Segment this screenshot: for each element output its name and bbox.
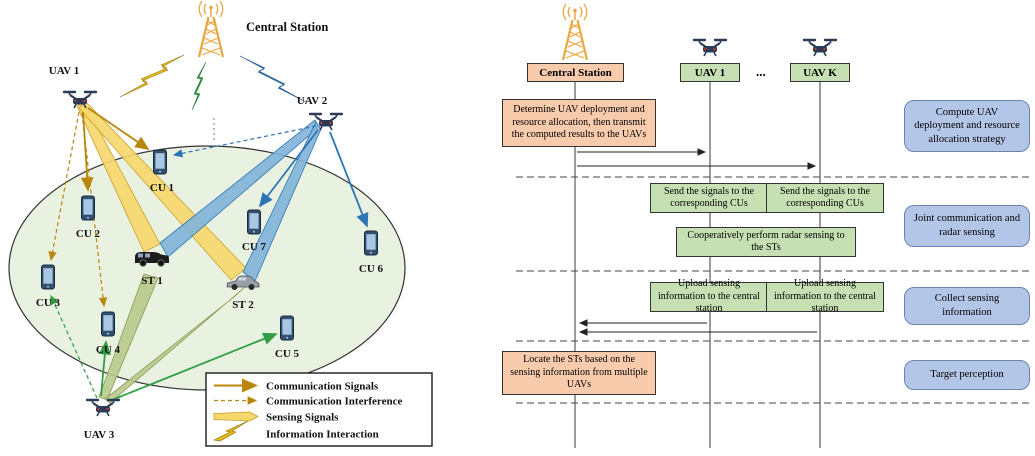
uavk-icon-seq — [802, 38, 838, 58]
lightning-cs-uav2 — [239, 55, 307, 103]
uav1-comm-arrow-cu1 — [87, 107, 150, 151]
uav1-interference-arrow-cu4 — [81, 112, 108, 308]
msg-cooperative-sensing: Cooperatively perform radar sensing to t… — [676, 227, 856, 257]
uav2-label: UAV 2 — [297, 95, 328, 107]
header-uavk: UAV K — [790, 63, 850, 82]
uav3-icon — [85, 398, 121, 418]
uav3-label: UAV 3 — [84, 429, 115, 441]
sensing-beams — [76, 100, 322, 404]
uav1-label: UAV 1 — [49, 65, 79, 77]
cu5-phone-icon — [280, 315, 294, 341]
cu5-label: CU 5 — [275, 348, 300, 360]
st2-label: ST 2 — [232, 299, 254, 311]
cu4-phone-icon — [101, 311, 115, 337]
legend-interaction-label: Information Interaction — [266, 429, 379, 441]
cu7-phone-icon — [247, 209, 261, 235]
cu2-phone-icon — [81, 195, 95, 221]
cu1-label: CU 1 — [150, 182, 174, 194]
uav3-comm-arrow-cu5 — [111, 332, 278, 401]
phase-target-perception: Target perception — [904, 360, 1030, 390]
cu6-label: CU 6 — [359, 263, 384, 275]
phase-compute-deployment: Compute UAV deployment and resource allo… — [904, 100, 1030, 152]
cu2-label: CU 2 — [76, 228, 101, 240]
lightning-cs-uav1 — [119, 54, 185, 98]
st1-label: ST 1 — [141, 275, 163, 287]
sequence-diagram: Central Station UAV 1 ... UAV K Determin… — [500, 0, 1035, 456]
uav2-interference-arrow-cu1 — [172, 125, 317, 158]
information-interaction-bolts — [119, 54, 307, 140]
msg-send-cus-uav1: Send the signals to the corresponding CU… — [650, 183, 768, 213]
legend-interference-label: Communication Interference — [266, 396, 402, 408]
cu4-label: CU 4 — [96, 344, 121, 356]
cu3-phone-icon — [41, 264, 55, 290]
cu3-label: CU 3 — [36, 297, 61, 309]
central-station-label: Central Station — [246, 20, 328, 34]
legend-lightning-icon — [213, 420, 249, 442]
legend-sensing-beam-icon — [213, 411, 259, 422]
uav1-comm-arrow-cu2 — [80, 111, 94, 192]
network-scenario: Central Station UAV 1 UAV 2 UAV 3 CU 1 C… — [8, 0, 433, 447]
central-station-icon-seq — [561, 2, 589, 62]
legend-comm-signal-label: Communication Signals — [266, 381, 379, 393]
header-central-station: Central Station — [527, 63, 624, 82]
msg-locate-sts: Locate the STs based on the sensing info… — [502, 351, 656, 395]
lightning-cs-uav3 — [191, 61, 207, 111]
msg-upload-sensing-uavk: Upload sensing information to the centra… — [766, 278, 884, 314]
uav2-comm-arrow-cu6 — [329, 131, 369, 228]
ellipsis-between-uavs: ... — [756, 64, 766, 79]
uav3-interference-arrow-cu3 — [50, 294, 98, 399]
uav2-sensing-beam-st2 — [242, 121, 322, 282]
msg-send-cus-uavk: Send the signals to the corresponding CU… — [766, 183, 884, 213]
uav1-icon-seq — [692, 38, 728, 58]
cu7-label: CU 7 — [242, 241, 267, 253]
uav2-comm-arrow-cu7 — [258, 129, 319, 208]
legend: Communication Signals Communication Inte… — [205, 372, 433, 447]
coverage-area-ellipse — [8, 145, 406, 391]
communication-arrows — [48, 107, 369, 401]
phase-joint-comm-sensing: Joint communication and radar sensing — [904, 205, 1030, 247]
central-station-icon — [197, 0, 225, 59]
msg-determine-deployment: Determine UAV deployment and resource al… — [502, 99, 656, 147]
msg-upload-sensing-uav1: Upload sensing information to the centra… — [650, 278, 768, 314]
header-uav1: UAV 1 — [680, 63, 740, 82]
uav3-comm-arrow-cu4 — [98, 340, 112, 397]
uav3-sensing-beam-st1 — [98, 273, 159, 401]
legend-sensing-label: Sensing Signals — [266, 412, 339, 424]
phase-collect-sensing: Collect sensing information — [904, 287, 1030, 325]
cu6-phone-icon — [364, 230, 378, 256]
cu1-phone-icon — [153, 149, 167, 175]
